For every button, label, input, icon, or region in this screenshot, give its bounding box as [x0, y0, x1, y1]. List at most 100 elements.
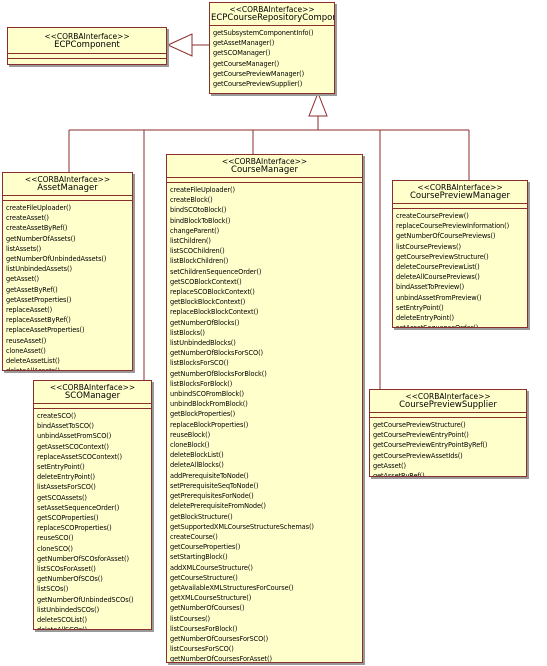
operation: createAssetByRef()	[6, 224, 68, 233]
operation: replaceBlockBlockContext()	[170, 308, 259, 317]
operation: unbindSCOFromBlock()	[170, 390, 245, 399]
operations-list: createFileUploader()createAsset()createA…	[3, 201, 132, 370]
operation: getCourseManager()	[213, 59, 280, 68]
operation: getSCOBlockContext()	[170, 277, 242, 286]
operation: deleteAllAssets()	[6, 366, 130, 370]
operation: reuseAsset()	[6, 336, 47, 345]
operation: cloneSCO()	[37, 544, 73, 553]
operation: getNumberOfSCOsforAsset()	[37, 554, 129, 563]
operation: getBlockBlockContext()	[170, 298, 246, 307]
operation: replaceAssetSCOContext()	[37, 452, 122, 461]
operations-list: createCoursePreview() replaceCoursePrevie…	[393, 209, 527, 327]
class-name: CoursePreviewSupplier	[399, 400, 497, 410]
operation: unbindAssetFromSCO()	[37, 432, 112, 441]
operation: addPrerequisiteToNode()	[170, 471, 249, 480]
operation: getNumberOfCoursesForAsset()	[170, 655, 272, 663]
class-header: <<CORBAInterface>> CoursePreviewSupplier	[370, 390, 526, 413]
operation: createBlock()	[170, 196, 213, 205]
attributes-compartment	[393, 204, 527, 209]
operations-list: getCoursePreviewStructure()getCoursePrev…	[370, 418, 526, 477]
operation: listAssets()	[6, 244, 42, 253]
operation: getAssetManager()	[213, 39, 275, 48]
operation: setPrerequisiteSeqToNode()	[170, 481, 259, 490]
operation: listBlocksForBlock()	[170, 379, 233, 388]
operation: replaceCoursePreviewInformation()	[396, 222, 510, 231]
operation: bindAssetToSCO()	[37, 422, 94, 431]
operation: getCoursePreviewAssetIds()	[373, 451, 463, 460]
operation: listCoursePreviews()	[396, 242, 461, 251]
operation: deleteEntryPoint()	[396, 314, 455, 323]
operation: unbindAssetFromPreview()	[396, 293, 482, 302]
operation: getBlockStructure()	[170, 512, 233, 521]
operation: setChildrenSequenceOrder()	[170, 267, 262, 276]
operation: getNumberOfCoursesForSCO()	[170, 634, 269, 643]
operation: getNumberOfUnbindedSCOs()	[37, 595, 134, 604]
class-course-manager: <<CORBAInterface>> CourseManager createF…	[166, 154, 363, 663]
class-ecp-component: <<CORBAInterface>> ECPComponent	[7, 27, 167, 65]
operation: getNumberOfSCOs()	[37, 575, 103, 584]
operation: listBlocks()	[170, 328, 205, 337]
operation: replaceSCOProperties()	[37, 524, 112, 533]
class-header: <<CORBAInterface>> CourseManager	[167, 155, 362, 178]
operation: createCoursePreview()	[396, 212, 469, 220]
operation: listUnbindedAssets()	[6, 265, 72, 274]
generalization-arrowhead-repo	[308, 91, 328, 117]
operation: getSCOProperties()	[37, 514, 99, 523]
class-course-preview-manager: <<CORBAInterface>> CoursePreviewManager …	[392, 180, 528, 328]
operation: deleteSCOList()	[37, 616, 87, 625]
operation: getAssetByRef()	[373, 472, 425, 477]
operation: listSCOChildren()	[170, 247, 225, 256]
attributes-compartment	[3, 196, 132, 201]
attributes-compartment	[370, 413, 526, 418]
generalization-arrowhead-ecp	[166, 33, 193, 57]
stereotype-label: <<CORBAInterface>>	[44, 32, 130, 41]
operation: listBlockChildren()	[170, 257, 229, 266]
operation: getCourseStructure()	[170, 573, 238, 582]
operations-list: createSCO()bindAssetToSCO()unbindAssetFr…	[34, 409, 151, 629]
operation: getSCOManager()	[213, 49, 271, 58]
attributes-compartment	[167, 178, 362, 183]
class-ecp-course-repository-component: <<CORBAInterface>> ECPCourseRepositoryCo…	[209, 2, 335, 94]
operation: getCoursePreviewEntryPoint()	[373, 431, 469, 440]
operation: bindAssetToPreview()	[396, 283, 465, 292]
operation: unbindBlockFromBlock()	[170, 400, 248, 409]
stereotype-label: <<CORBAInterface>>	[417, 183, 503, 192]
operation: getAsset()	[6, 275, 39, 284]
operation: getAssetProperties()	[6, 295, 72, 304]
operation: replaceAssetProperties()	[6, 326, 85, 335]
operation: replaceBlockProperties()	[170, 420, 249, 429]
operation: createFileUploader()	[6, 204, 71, 212]
operation: getCoursePreviewManager()	[213, 69, 305, 78]
operation: bindSCOtoBlock()	[170, 206, 227, 215]
operation: replaceSCOBlockContext()	[170, 288, 255, 297]
operations-list: createFileUploader()createBlock()bindSCO…	[167, 183, 362, 663]
operation: getBlockProperties()	[170, 410, 236, 419]
operation: listUnbindedSCOs()	[37, 605, 100, 614]
class-asset-manager: <<CORBAInterface>> AssetManager createFi…	[2, 172, 133, 371]
operation: getSupportedXMLCourseStructureSchemas()	[170, 522, 314, 531]
operation: listCourses()	[170, 614, 210, 623]
operation: getNumberOfCourses()	[170, 604, 245, 613]
operation: listAssetsForSCO()	[37, 483, 96, 492]
class-course-preview-supplier: <<CORBAInterface>> CoursePreviewSupplier…	[369, 389, 527, 477]
class-name: AssetManager	[37, 183, 98, 193]
operation: getNumberOfBlocks()	[170, 318, 240, 327]
stereotype-label: <<CORBAInterface>>	[229, 5, 315, 14]
class-header: <<CORBAInterface>> SCOManager	[34, 381, 151, 404]
class-header: <<CORBAInterface>> CoursePreviewManager	[393, 181, 527, 204]
class-name: CoursePreviewManager	[409, 191, 511, 201]
operation: cloneAsset()	[6, 346, 46, 355]
operation: cloneBlock()	[170, 441, 210, 450]
operation: changeParent()	[170, 226, 220, 235]
stereotype-label: <<CORBAInterface>>	[405, 392, 491, 401]
operation: getCoursePreviewStructure()	[396, 252, 489, 261]
operation: deleteAssetList()	[6, 357, 60, 366]
stereotype-label: <<CORBAInterface>>	[221, 157, 308, 166]
operation: getXMLCourseStructure()	[170, 594, 252, 603]
operation: getSubsystemComponentInfo()	[213, 29, 314, 37]
operation: bindBlockToBlock()	[170, 216, 231, 225]
operation: deletePrerequisiteFromNode()	[170, 502, 266, 511]
operation: listCoursesForSCO()	[170, 645, 234, 654]
operation: getCoursePreviewSupplier()	[213, 80, 303, 89]
operation: listChildren()	[170, 237, 211, 246]
